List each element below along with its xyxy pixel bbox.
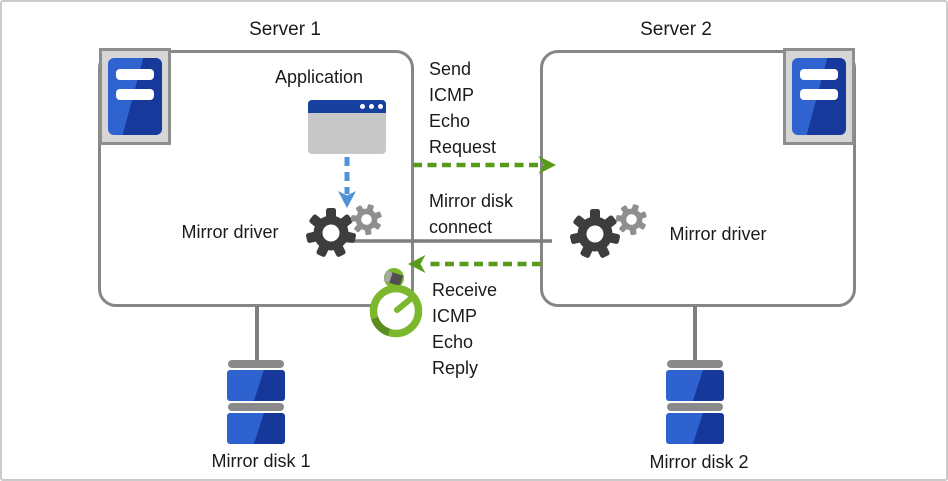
receive-icmp-arrow (408, 255, 541, 273)
server-tower-body (108, 58, 162, 135)
mirror-disk-connect-label: Mirror disk connect (429, 191, 513, 237)
receive-icmp-label: Receive ICMP Echo Reply (432, 280, 498, 378)
tower-slot (800, 89, 838, 100)
application-label: Application (274, 67, 364, 87)
mirror-disk1-icon (227, 360, 285, 444)
mirror-disk2-label: Mirror disk 2 (649, 452, 749, 472)
app-window-dot (360, 104, 365, 109)
mirror-disk1-label: Mirror disk 1 (211, 451, 311, 471)
app-window-titlebar (308, 100, 386, 113)
tower-slot (116, 69, 154, 80)
app-window-dot (378, 104, 383, 109)
app-window-icon (308, 100, 386, 154)
disk-platter (227, 370, 285, 401)
disk-cap (228, 403, 284, 411)
app-window-dot (369, 104, 374, 109)
disk-cap (228, 360, 284, 368)
mirror-disk2-icon (666, 360, 724, 444)
disk-platter (666, 413, 724, 444)
server1-title: Server 1 (249, 19, 321, 40)
disk-platter (666, 370, 724, 401)
tower-slot (800, 69, 838, 80)
server1-box (98, 50, 414, 307)
tower-slot (116, 89, 154, 100)
server1-tower-icon (99, 48, 171, 145)
disk-cap (667, 403, 723, 411)
server2-tower-icon (783, 48, 855, 145)
server2-title: Server 2 (640, 19, 712, 40)
server1-mirror-driver-label: Mirror driver (181, 222, 279, 242)
disk-platter (227, 413, 285, 444)
server-tower-body (792, 58, 846, 135)
send-icmp-label: Send ICMP Echo Request (429, 59, 497, 157)
server2-mirror-driver-label: Mirror driver (669, 224, 767, 244)
disk-cap (667, 360, 723, 368)
